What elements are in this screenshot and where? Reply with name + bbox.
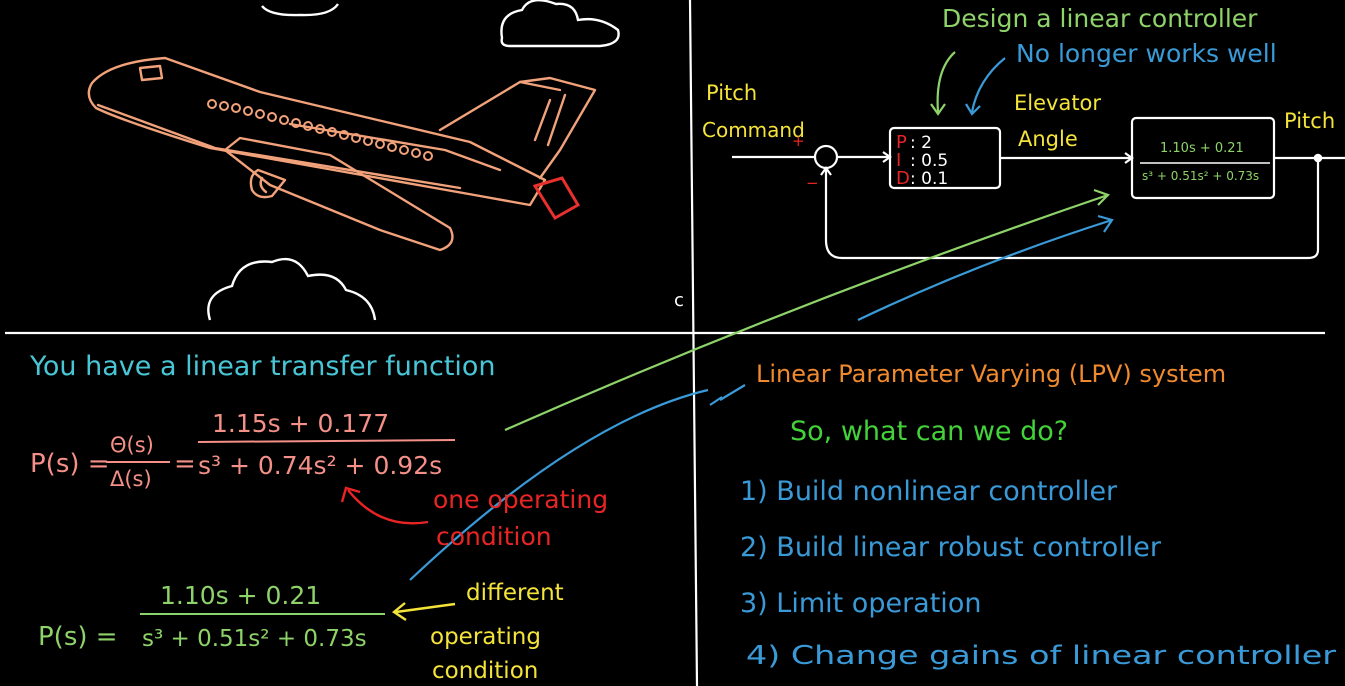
arrow-design-note-head bbox=[930, 103, 946, 116]
note-different-line3: condition bbox=[432, 658, 538, 684]
label-elevator-line1: Elevator bbox=[1014, 91, 1101, 115]
option-3: 3) Limit operation bbox=[740, 588, 981, 619]
option-4: 4) Change gains of linear controller bbox=[746, 641, 1336, 671]
question-what-can-we-do: So, what can we do? bbox=[790, 416, 1068, 447]
airplane-cockpit bbox=[138, 64, 164, 82]
option-1: 1) Build nonlinear controller bbox=[740, 476, 1118, 507]
feedback-path bbox=[824, 158, 1320, 260]
vertical-divider bbox=[688, 0, 699, 686]
p1-delta: Δ(s) bbox=[110, 467, 152, 491]
plant-block bbox=[1130, 116, 1276, 200]
p1-fraction-bar bbox=[197, 439, 456, 443]
note-different-line2: operating bbox=[430, 624, 541, 650]
arrow-different-head bbox=[391, 602, 407, 621]
airplane-engine-inlet bbox=[259, 176, 268, 194]
arrow-green-long bbox=[504, 193, 1109, 432]
arrow-no-longer-note bbox=[970, 57, 1006, 113]
p1-theta: Θ(s) bbox=[110, 433, 154, 457]
arrow-one-op-head bbox=[340, 486, 361, 503]
cloud-bottom bbox=[207, 257, 377, 321]
pid-value-p: : 2 bbox=[910, 133, 932, 153]
pid-letter-p: P bbox=[896, 132, 907, 153]
plant-numerator: 1.10s + 0.21 bbox=[1160, 141, 1244, 156]
arrow-one-op bbox=[347, 489, 429, 525]
arrow-green-long-head bbox=[1093, 188, 1111, 206]
heading-linear-tf: You have a linear transfer function bbox=[29, 351, 496, 382]
label-pitch-command-line1: Pitch bbox=[706, 81, 757, 105]
lpv-title: Linear Parameter Varying (LPV) system bbox=[756, 360, 1226, 388]
p2-numerator: 1.10s + 0.21 bbox=[160, 581, 321, 610]
label-elevator-line2: Angle bbox=[1018, 127, 1078, 151]
label-pitch-command-line2: Command bbox=[702, 118, 805, 142]
airplane-wing bbox=[223, 136, 454, 252]
pid-value-d: : 0.1 bbox=[910, 169, 948, 189]
arrow-blue-long-head bbox=[1097, 214, 1114, 233]
airplane-fuselage bbox=[87, 56, 547, 207]
cloud-top-right bbox=[500, 0, 620, 48]
airplane-belly bbox=[96, 103, 462, 190]
option-2: 2) Build linear robust controller bbox=[740, 532, 1162, 563]
arrow-design-note bbox=[936, 51, 956, 113]
stray-mark: c bbox=[674, 290, 684, 311]
pid-letter-d: D bbox=[896, 168, 910, 189]
note-one-op-line1: one operating bbox=[433, 485, 608, 514]
label-pitch-output: Pitch bbox=[1284, 109, 1335, 133]
airplane-tail-fin bbox=[438, 76, 597, 180]
arrow-blue-long bbox=[409, 218, 1113, 581]
block-diagram bbox=[732, 116, 1345, 260]
p1-numerator: 1.15s + 0.177 bbox=[212, 409, 389, 438]
cloud-top-left bbox=[261, 3, 339, 17]
pid-letter-i: I bbox=[896, 150, 901, 171]
pid-value-i: : 0.5 bbox=[910, 151, 948, 171]
p2-lhs: P(s) = bbox=[38, 622, 118, 652]
summing-junction bbox=[813, 144, 839, 170]
arrow-no-longer-note-head bbox=[965, 103, 981, 116]
airplane-drawing bbox=[87, 56, 597, 252]
plant-denominator: s³ + 0.51s² + 0.73s bbox=[1142, 169, 1259, 183]
airplane-engine bbox=[249, 168, 287, 199]
airplane-windows bbox=[207, 99, 433, 161]
sign-plus: + bbox=[792, 132, 805, 150]
elevator-highlight bbox=[532, 176, 581, 221]
note-different-line1: different bbox=[466, 580, 564, 606]
feedback-arrow bbox=[820, 166, 832, 176]
sign-minus: − bbox=[806, 174, 819, 192]
p1-denominator: s³ + 0.74s² + 0.92s bbox=[198, 451, 442, 480]
arrow-different bbox=[395, 602, 456, 614]
clouds bbox=[207, 0, 620, 321]
airplane-tail-detail bbox=[518, 80, 567, 147]
p1-equals-2: = bbox=[174, 449, 196, 479]
p1-lhs: P(s) = bbox=[30, 449, 110, 479]
stray-dash bbox=[709, 396, 723, 406]
note-one-op-line2: condition bbox=[436, 522, 552, 551]
note-design-controller: Design a linear controller bbox=[942, 4, 1258, 33]
note-no-longer-works: No longer works well bbox=[1016, 39, 1277, 68]
p2-denominator: s³ + 0.51s² + 0.73s bbox=[142, 626, 367, 652]
